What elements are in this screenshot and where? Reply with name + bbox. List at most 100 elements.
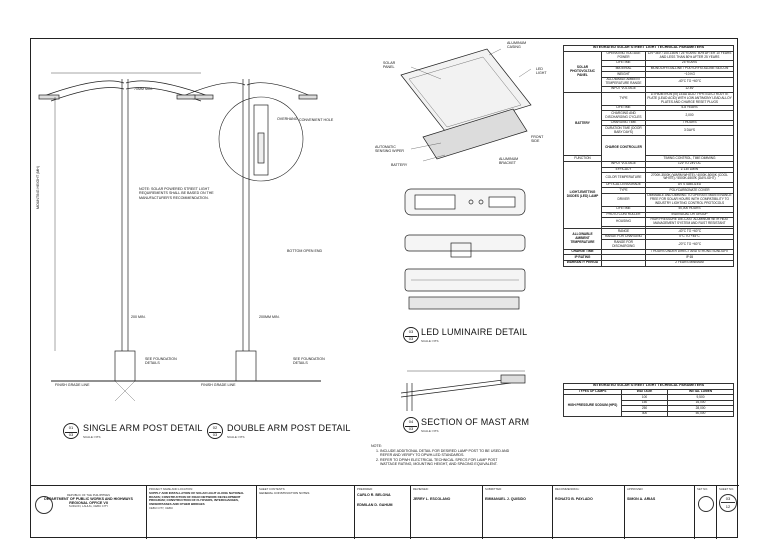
general-notes: NOTE: INCLUDE ADDITIONAL DETAIL FOR DESI… (371, 444, 511, 467)
project-caption: PROJECT NAME AND LOCATION: (149, 487, 194, 491)
spec-group-cell: WARRANTY PERIOD (563, 259, 602, 267)
agency-text: DEPARTMENT OF PUBLIC WORKS AND HIGHWAYS (44, 496, 133, 501)
double-arm-right (246, 82, 314, 98)
reviewed-name: JERRY L. ESCOLANO (413, 496, 451, 501)
spec-value-cell: 2700K-3500K (WARM WHITE) / 4000K-5000K (… (644, 172, 735, 183)
sheet-total: 12 (725, 503, 731, 509)
dpwh-seal-icon (35, 496, 53, 514)
single-arm-left (40, 80, 125, 98)
size-min-label: 70MM MIN. (134, 87, 153, 91)
spec-value-cell: 2 YEARS MINIMUM (644, 259, 735, 267)
spec-group-cell: CHARGE CONTROLLER (601, 134, 646, 163)
spec-group-cell: ALLOWABLE AMBIENT TEMPERATURE (563, 228, 602, 250)
single-lamp-left (38, 94, 60, 100)
double-foundation (235, 350, 257, 382)
spec-param-cell: RANGE FOR DISCHARGING (601, 239, 646, 250)
spec-value-cell: 12V~36V / 100-150W / 25 YEARS: 80% AFTER… (644, 50, 735, 61)
sheet-no-cell: SHEET NO. 03 12 (717, 486, 739, 539)
spec-row: DURATION TIME (DOOR BABY DAYS)3 DAYS (564, 125, 735, 136)
spec-param-cell (644, 134, 735, 157)
lamp-table: INTEGRATED SOLAR STREET LIGHT TECHNICAL … (562, 383, 735, 418)
submitted-caption: SUBMITTED: (485, 487, 502, 491)
single-lamp-right (192, 94, 214, 100)
overhang-label: OVERHANG (277, 117, 298, 121)
spec-row: RANGE FOR DISCHARGING-20°C TO +60°C (564, 239, 735, 250)
republic-text: REPUBLIC OF THE PHILIPPINES (66, 493, 110, 497)
spec-param-cell: COLOR TEMPERATURE (601, 172, 646, 183)
sheet-no-circle: 03 12 (719, 493, 737, 512)
single-foundation (114, 350, 136, 382)
prepared-cell: PREPARED: CARLO R. BELONA EDMILAN D. GAH… (355, 486, 411, 539)
spec-row: WARRANTY PERIOD 2 YEARS MINIMUM (563, 259, 735, 267)
drawing-canvas (38, 48, 532, 411)
finish-grade-label-1: FINISH GRADE LINE (55, 383, 90, 387)
mast-arm-title: SECTION OF MAST ARM (421, 417, 530, 427)
spec-row: CHARGE CONTROLLERINTELLIGENT CONTROL FOR… (564, 134, 735, 163)
spec-row: ALLOWABLE AMBIENT TEMPERATURE RANGE-40°C… (564, 76, 735, 88)
foundation-label-2: SEE FOUNDATION DETAILS (293, 357, 325, 366)
project-text: SUPPLY AND INSTALLATION OF SOLAR LIGHT A… (149, 490, 245, 507)
led-luminaire-title: LED LUMINAIRE DETAIL (421, 327, 528, 337)
single-arm-title: SINGLE ARM POST DETAIL (83, 423, 203, 433)
spec-value-cell: LITHIUM IRON (III) LEAD ACID TYPE ELECTR… (644, 91, 735, 106)
led-light-label: LED LIGHT (536, 67, 547, 76)
lamp-wattage-cell: 400 (621, 410, 668, 418)
spec-group-cell: LIGHT-EMITTING DIODES (LED) LAMP (563, 161, 602, 230)
spec-value-cell: 2,000 (644, 110, 735, 121)
submitted-name: EMMANUEL J. QUISIDO (485, 496, 526, 501)
location-text: CEBU CITY, CEBU (149, 505, 173, 510)
auto-wiper-label: AUTOMATIC SENSING WIPER (375, 145, 404, 154)
al-bracket-label: ALUMINUM BRACKET (499, 157, 519, 166)
prepared-name-2: EDMILAN D. GAHUM (357, 502, 393, 507)
double-arm-title: DOUBLE ARM POST DETAIL (227, 423, 351, 433)
battery-label: BATTERY (391, 163, 408, 167)
set-no-caption: SET NO. (697, 487, 709, 491)
recommending-caption: RECOMMENDING: (555, 487, 580, 491)
spec-group-cell: BATTERY (563, 91, 602, 157)
drawing-sheet: MOUNTING HEIGHT (MH) 70MM MIN. NOTE: SOL… (30, 38, 739, 539)
bottom-open-label: BOTTOM OPEN END (287, 249, 323, 253)
finish-grade-label-2: FINISH GRADE LINE (201, 383, 236, 387)
front-side-label: FRONT SIDE (531, 135, 544, 144)
single-arm-right (125, 80, 212, 98)
spec-param-cell: CHARGING AND DISCHARGING CYCLES (601, 110, 646, 121)
min-200-label: 200 MIN. (131, 315, 146, 319)
spec-param-cell (601, 259, 646, 267)
double-arm-scale: SCALE: NTS (227, 435, 245, 439)
spec-value-cell: 3 DAYS (644, 125, 735, 136)
notes-heading: NOTE: (371, 444, 382, 448)
sheet-contents-cell: SHEET CONTENTS: GENERAL CONSTRUCTION NOT… (257, 486, 355, 539)
single-arm-scale: SCALE: NTS (83, 435, 101, 439)
prepared-name: CARLO R. BELONA (357, 492, 391, 497)
project-cell: PROJECT NAME AND LOCATION: SUPPLY AND IN… (147, 486, 257, 539)
spec-table: INTEGRATED SOLAR STREET LIGHT TECHNICAL … (562, 45, 735, 267)
spec-param-cell: TYPE (601, 91, 646, 106)
address-text: SUDLON, LAHUG, CEBU CITY (68, 504, 109, 509)
spec-param-cell: DRIVER (601, 192, 646, 207)
recommending-name: RONATO B. PAYLADO (555, 496, 593, 501)
spec-value-cell: HIGH PRESSURE DIE-CAST ALUMINUM WITH HEA… (644, 217, 735, 228)
submitted-cell: SUBMITTED: EMMANUEL J. QUISIDO (483, 486, 553, 539)
reviewed-cell: REVIEWED: JERRY L. ESCOLANO (411, 486, 483, 539)
spec-param-cell: HOUSING (601, 217, 646, 228)
approved-caption: APPROVED: (627, 487, 644, 491)
sheet-contents-text: GENERAL CONSTRUCTION NOTES (259, 490, 310, 495)
solar-panel-iso (400, 48, 532, 160)
sheet-number: 03 (725, 495, 731, 501)
mast-arm-section (400, 370, 526, 411)
solar-note-label: NOTE: SOLAR POWERED STREET LIGHT REQUIRE… (139, 187, 214, 200)
note-item-2: REFER TO DPWH ELECTRICAL TECHNICAL SPECS… (380, 458, 511, 467)
set-no-circle (697, 495, 714, 512)
